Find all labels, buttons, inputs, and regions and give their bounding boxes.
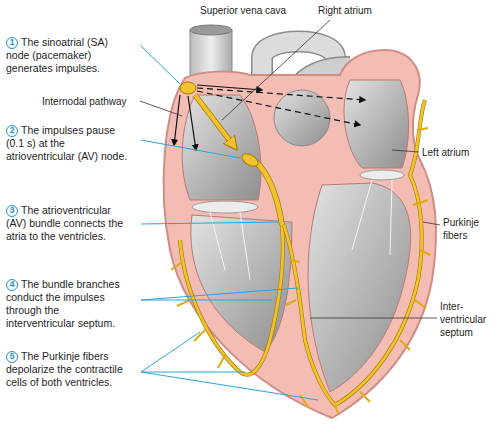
pathway-label: Internodal pathway <box>42 95 140 108</box>
callout-number: 4 <box>6 279 18 291</box>
callout-number-text: 5 <box>10 352 15 361</box>
heart-valve <box>192 170 404 280</box>
callout-number-text: 4 <box>10 280 15 289</box>
leader-line <box>140 20 440 400</box>
leader-line <box>141 332 318 400</box>
leader-line <box>141 222 279 224</box>
callout-text: The impulses pause (0.1 s) at the atriov… <box>6 124 130 163</box>
impulse-arrow <box>197 91 360 125</box>
chamber-label: Right atrium <box>318 4 408 17</box>
heart-wall <box>164 50 436 418</box>
conduction-system <box>195 95 234 146</box>
callout-number: 1 <box>6 37 18 49</box>
vessel-label: Superior vena cava <box>200 4 312 17</box>
leader-line <box>141 288 298 300</box>
heart-wall <box>164 50 436 418</box>
callout-number-text: 3 <box>10 206 15 215</box>
leader-line <box>392 150 419 152</box>
callout-text: The atrioventricular (AV) bundle connect… <box>6 204 130 243</box>
callout-text: The Purkinje fibers depolarize the contr… <box>6 350 130 389</box>
impulse-arrow <box>197 85 262 90</box>
impulse-arrow <box>188 96 196 150</box>
great-vessels <box>190 25 232 35</box>
conduction-system <box>256 162 282 225</box>
conduction-system <box>180 82 196 94</box>
heart-valve <box>360 170 404 180</box>
leader-line <box>140 101 182 116</box>
callout-text: The sinoatrial (SA) node (pacemaker) gen… <box>6 36 130 75</box>
conduction-system <box>284 100 425 405</box>
callout-text: The bundle branches conduct the impulses… <box>6 278 130 330</box>
callout-number: 3 <box>6 205 18 217</box>
heart-chamber <box>182 95 261 200</box>
impulse-arrow <box>174 95 180 145</box>
heart-chamber <box>308 183 411 392</box>
heart-chamber <box>274 90 330 146</box>
leader-line <box>141 140 240 158</box>
callout-number-text: 1 <box>10 38 15 47</box>
heart-chamber <box>191 215 292 352</box>
fiber-label: Purkinje fibers <box>443 216 495 242</box>
callout-number-text: 2 <box>10 126 15 135</box>
impulse-arrow <box>174 85 365 150</box>
heart-valve <box>210 180 392 280</box>
chamber-label: Left atrium <box>422 146 492 159</box>
conduction-system <box>256 162 282 225</box>
callout-number: 2 <box>6 125 18 137</box>
conduction-system <box>171 82 430 413</box>
leader-line <box>141 46 180 84</box>
leader-line <box>423 222 440 225</box>
conduction-system <box>195 95 234 146</box>
conduction-system <box>171 128 430 413</box>
septum-label: Inter- ventricular septum <box>440 300 496 339</box>
conduction-system <box>284 100 425 405</box>
conduction-system <box>240 151 261 169</box>
leader-line <box>222 20 330 120</box>
leader-line <box>310 318 437 319</box>
impulse-arrow <box>197 88 365 100</box>
callout-number: 5 <box>6 351 18 363</box>
heart-valve <box>192 201 258 213</box>
